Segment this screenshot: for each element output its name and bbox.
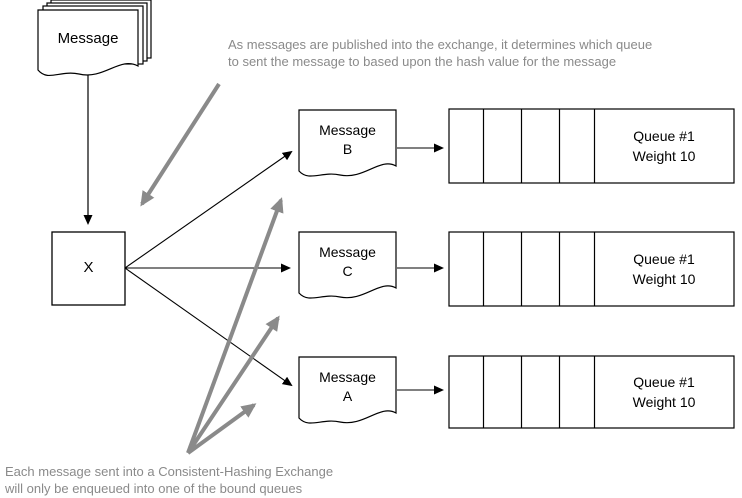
bottom-annotation-line-2: will only be enqueued into one of the bo… bbox=[5, 481, 303, 496]
annotation-arrow-bottom-to-message-c bbox=[186, 315, 280, 455]
arrow-exchange-to-message-a bbox=[124, 267, 293, 387]
message-a-label-line-1: Message bbox=[319, 369, 376, 385]
message-c-label-line-1: Message bbox=[319, 244, 376, 260]
message-c-label-line-2: C bbox=[342, 263, 353, 279]
annotation-arrow-top-note-to-exchange bbox=[140, 82, 221, 207]
exchange-box bbox=[51, 231, 126, 306]
stack-front-document bbox=[37, 9, 139, 77]
bottom-annotation: Each message sent into a Consistent-Hash… bbox=[5, 463, 333, 497]
queue-box-3 bbox=[448, 355, 735, 429]
exchange-label: X bbox=[83, 258, 94, 276]
top-annotation-line-2: to sent the message to based upon the ha… bbox=[228, 54, 617, 69]
exchange-fan-arrows bbox=[124, 150, 293, 387]
queue-1-name: Queue #1 bbox=[633, 128, 695, 144]
arrow-exchange-to-message-b bbox=[124, 150, 293, 269]
document-message-b bbox=[298, 109, 397, 177]
queue-1-weight: Weight 10 bbox=[632, 148, 696, 164]
document-message-c bbox=[298, 231, 397, 299]
queue-2-label: Queue #1 Weight 10 bbox=[594, 232, 734, 306]
queue-3-name: Queue #1 bbox=[633, 374, 695, 390]
queue-3-weight: Weight 10 bbox=[632, 394, 696, 410]
document-message-a bbox=[298, 356, 397, 424]
message-a-label-line-2: A bbox=[342, 388, 353, 404]
message-a-label: Message A bbox=[299, 361, 396, 413]
top-annotation: As messages are published into the excha… bbox=[228, 36, 652, 70]
message-c-label: Message C bbox=[299, 236, 396, 288]
queue-3-label: Queue #1 Weight 10 bbox=[594, 356, 734, 428]
queue-2-name: Queue #1 bbox=[633, 251, 695, 267]
queue-box-2 bbox=[448, 231, 735, 307]
queue-1-label: Queue #1 Weight 10 bbox=[594, 109, 734, 183]
queue-box-1 bbox=[448, 108, 735, 184]
annotation-arrow-bottom-to-message-a bbox=[186, 403, 257, 455]
queue-2-weight: Weight 10 bbox=[632, 271, 696, 287]
message-stack-shape bbox=[37, 0, 152, 77]
annotation-arrow-bottom-to-message-b bbox=[186, 197, 284, 454]
message-stack-label: Message bbox=[57, 29, 119, 47]
message-b-label-line-2: B bbox=[342, 141, 353, 157]
message-b-label: Message B bbox=[299, 114, 396, 166]
top-annotation-line-1: As messages are published into the excha… bbox=[228, 37, 653, 52]
bottom-annotation-line-1: Each message sent into a Consistent-Hash… bbox=[5, 464, 334, 479]
message-b-label-line-1: Message bbox=[319, 122, 376, 138]
